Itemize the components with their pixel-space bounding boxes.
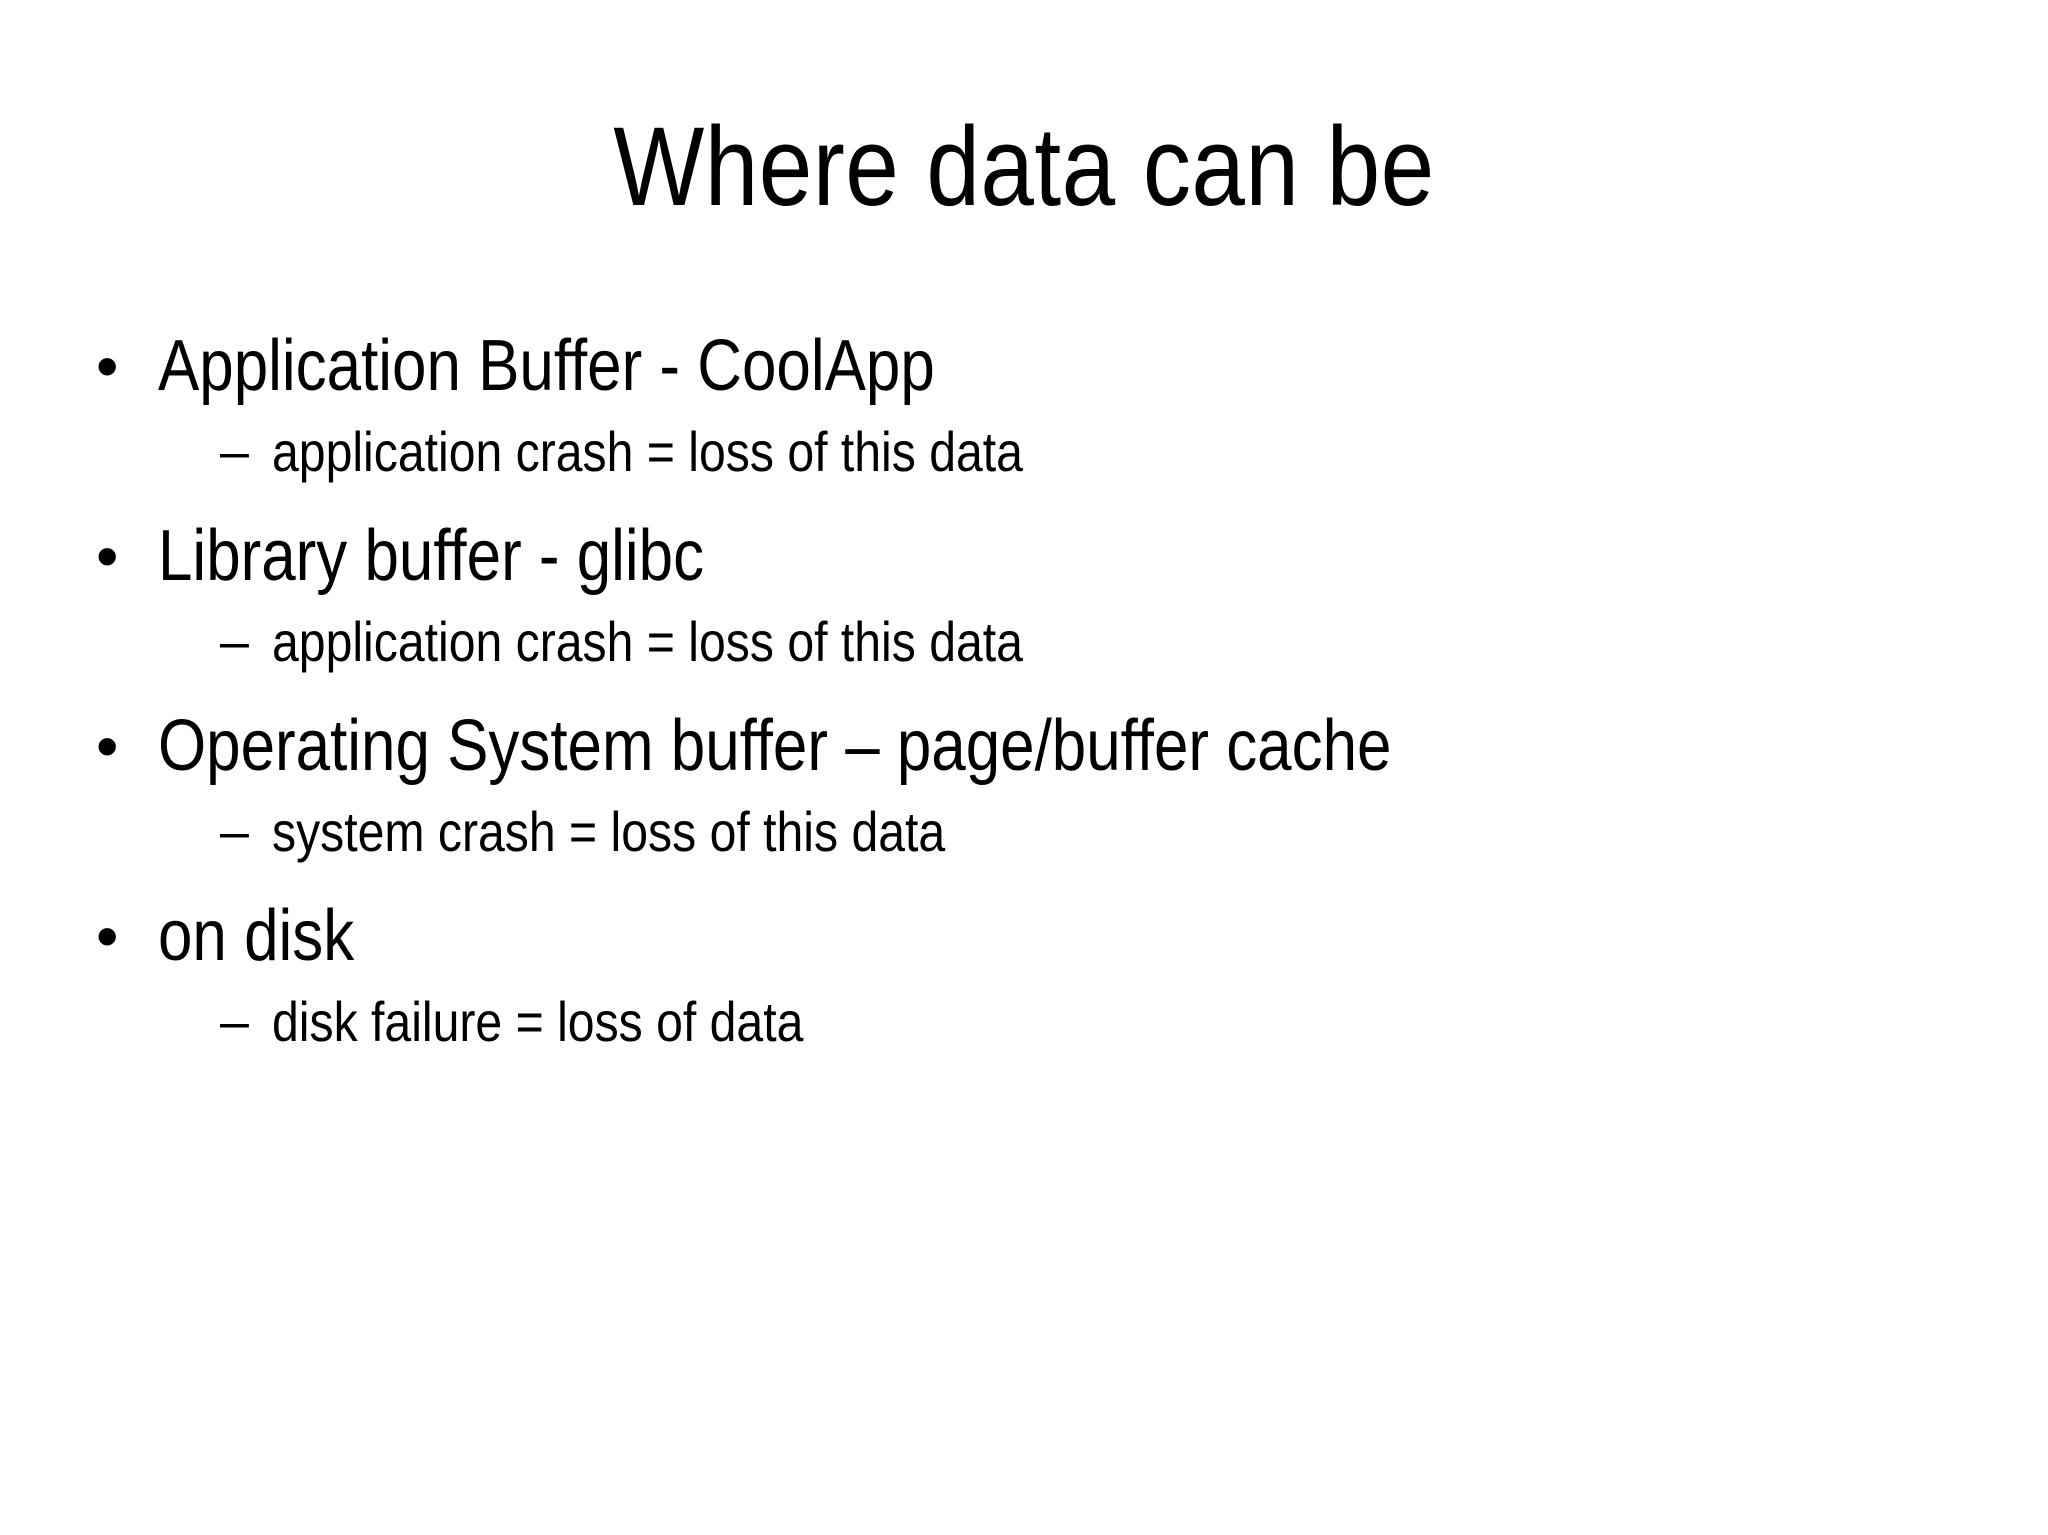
bullet-dot-icon: • bbox=[96, 900, 119, 972]
sub-bullet-label: application crash = loss of this data bbox=[272, 420, 1023, 483]
sub-bullet-item: – application crash = loss of this data bbox=[220, 424, 1996, 480]
bullet-label: on disk bbox=[158, 896, 355, 976]
sub-bullet-item: – system crash = loss of this data bbox=[220, 804, 1996, 860]
sub-bullet-dash-icon: – bbox=[220, 423, 249, 481]
bullet-item: • Operating System buffer – page/buffer … bbox=[96, 710, 1996, 782]
bullet-item: • Library buffer - glibc bbox=[96, 520, 1996, 592]
sub-bullet-item: – disk failure = loss of data bbox=[220, 994, 1996, 1050]
bullet-item: • on disk bbox=[96, 900, 1996, 972]
sub-bullet-label: disk failure = loss of data bbox=[272, 990, 804, 1053]
bullet-group: • Library buffer - glibc – application c… bbox=[96, 520, 1996, 670]
bullet-label: Library buffer - glibc bbox=[158, 516, 705, 596]
sub-bullet-label: system crash = loss of this data bbox=[272, 800, 946, 863]
slide-title: Where data can be bbox=[613, 104, 1435, 229]
bullet-dot-icon: • bbox=[96, 710, 119, 782]
bullet-group: • on disk – disk failure = loss of data bbox=[96, 900, 1996, 1050]
bullet-dot-icon: • bbox=[96, 520, 119, 592]
sub-bullet-item: – application crash = loss of this data bbox=[220, 614, 1996, 670]
slide-body-list: • Application Buffer - CoolApp – applica… bbox=[96, 330, 1996, 1076]
sub-bullet-label: application crash = loss of this data bbox=[272, 610, 1023, 673]
bullet-label: Application Buffer - CoolApp bbox=[158, 326, 935, 406]
bullet-item: • Application Buffer - CoolApp bbox=[96, 330, 1996, 402]
bullet-group: • Operating System buffer – page/buffer … bbox=[96, 710, 1996, 860]
bullet-group: • Application Buffer - CoolApp – applica… bbox=[96, 330, 1996, 480]
bullet-label: Operating System buffer – page/buffer ca… bbox=[158, 706, 1392, 786]
sub-bullet-dash-icon: – bbox=[220, 613, 249, 671]
sub-bullet-dash-icon: – bbox=[220, 803, 249, 861]
bullet-dot-icon: • bbox=[96, 330, 119, 402]
sub-bullet-dash-icon: – bbox=[220, 993, 249, 1051]
